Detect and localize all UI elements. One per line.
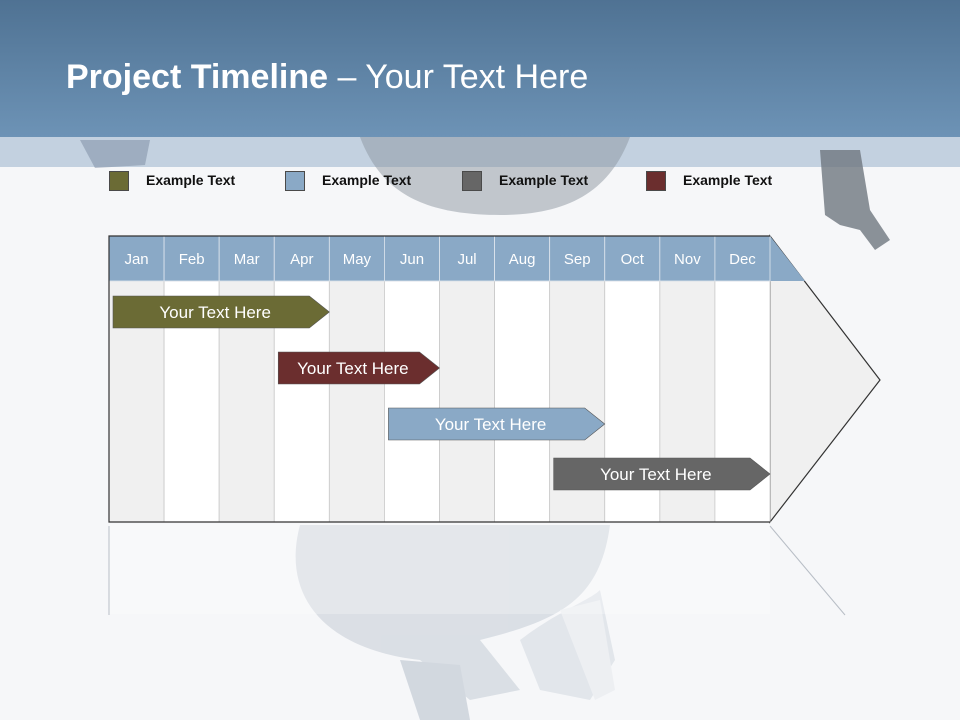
page-title: Project Timeline – Your Text Here [66, 58, 588, 97]
month-header-cell [273, 235, 330, 282]
month-header-cell [218, 235, 275, 282]
title-rest: – Your Text Here [328, 58, 589, 96]
month-label: Dec [729, 251, 756, 268]
task-label: Your Text Here [600, 465, 712, 484]
legend-swatch [285, 171, 305, 191]
month-label: Mar [234, 251, 260, 268]
title-bold: Project Timeline [66, 58, 329, 96]
month-label: Jan [124, 251, 148, 268]
month-header-cell [384, 235, 440, 282]
month-column [384, 280, 440, 523]
legend-swatch [109, 171, 129, 191]
task-label: Your Text Here [159, 303, 271, 322]
month-column [328, 280, 385, 523]
arrowhead-header [770, 236, 805, 281]
reflection-line-right [769, 525, 846, 616]
month-column [439, 280, 495, 523]
legend-swatch [646, 171, 666, 191]
month-label: Jul [457, 251, 476, 268]
month-column [494, 280, 551, 523]
task-arrow [553, 457, 771, 491]
task-arrow [388, 407, 606, 441]
task-label: Your Text Here [297, 359, 409, 378]
header-bar [0, 0, 960, 137]
legend-label: Example Text [146, 172, 236, 188]
legend-label: Example Text [683, 172, 773, 188]
month-header-cell [714, 235, 771, 282]
month-header-cell [108, 235, 165, 282]
month-label: Jun [400, 251, 424, 268]
task-arrow [277, 351, 440, 385]
month-header-cell [328, 235, 385, 282]
month-header-cell [439, 235, 495, 282]
month-label: May [343, 251, 372, 268]
month-label: Oct [621, 251, 645, 268]
task-arrow [112, 295, 330, 329]
month-header-cell [659, 235, 716, 282]
timeline-reflection [109, 524, 770, 614]
legend-label: Example Text [322, 172, 412, 188]
month-label: Nov [674, 251, 701, 268]
task-label: Your Text Here [435, 415, 547, 434]
glove-hand [820, 150, 890, 250]
legend-swatch [462, 171, 482, 191]
month-label: Feb [179, 251, 205, 268]
timeline-border [108, 235, 770, 523]
month-label: Sep [564, 251, 591, 268]
month-label: Apr [290, 251, 313, 268]
legend-label: Example Text [499, 172, 589, 188]
month-label: Aug [509, 251, 536, 268]
